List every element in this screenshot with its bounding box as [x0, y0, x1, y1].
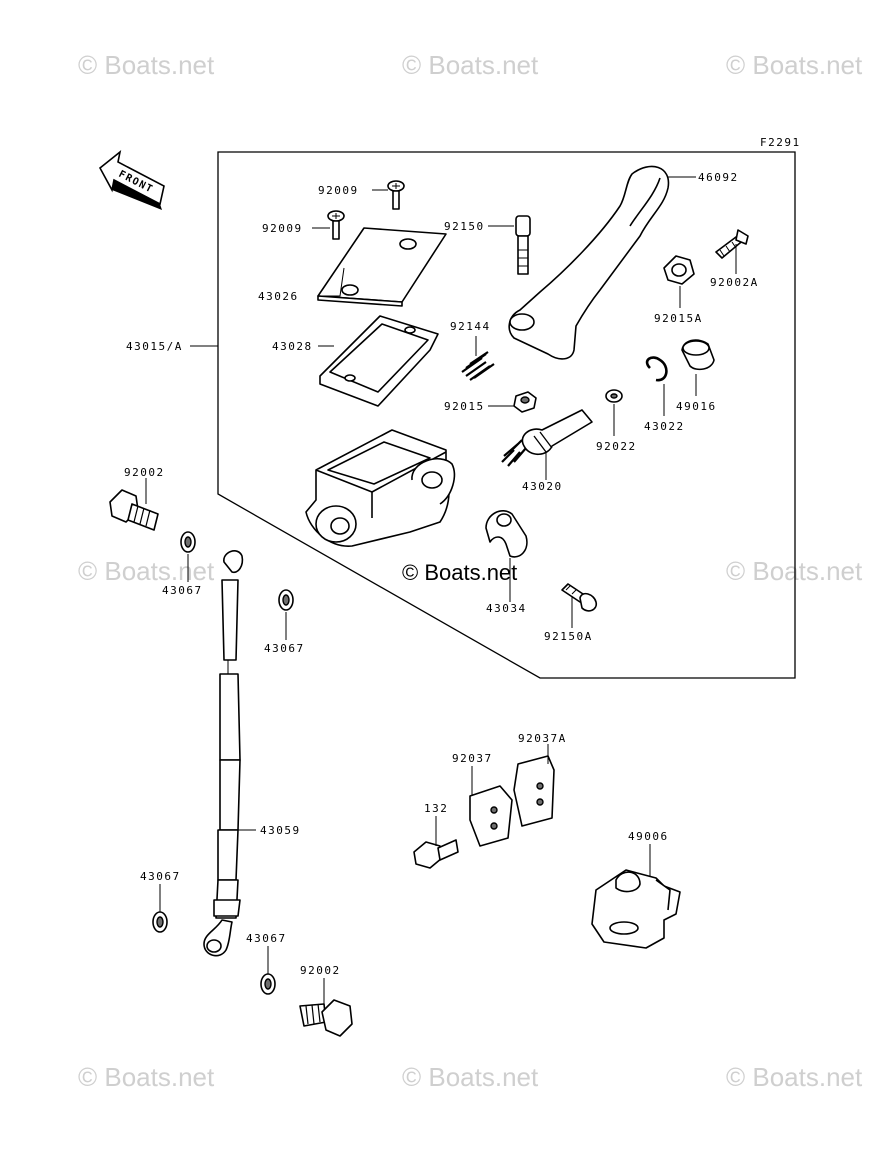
nut-92015 — [513, 391, 537, 413]
label-43028: 43028 — [272, 340, 313, 353]
watermark-top-right: © Boats.net — [726, 50, 863, 80]
label-43067-a: 43067 — [162, 584, 203, 597]
figure-code: F2291 — [760, 136, 801, 149]
label-92015: 92015 — [444, 400, 485, 413]
watermark-mid-left: © Boats.net — [78, 556, 215, 586]
label-43020: 43020 — [522, 480, 563, 493]
watermark-bottom-right: © Boats.net — [726, 1062, 863, 1092]
watermark-top-center: © Boats.net — [402, 50, 539, 80]
screw-92009-left — [327, 210, 345, 240]
circlip — [645, 356, 668, 382]
label-49016: 49016 — [676, 400, 717, 413]
label-92150A: 92150A — [544, 630, 593, 643]
label-92015A: 92015A — [654, 312, 703, 325]
reservoir-diaphragm — [319, 315, 439, 407]
label-43059: 43059 — [260, 824, 301, 837]
piston-kit — [501, 409, 593, 467]
label-92002-upper: 92002 — [124, 466, 165, 479]
label-49006: 49006 — [628, 830, 669, 843]
label-92009-lower: 92009 — [262, 222, 303, 235]
lever — [508, 165, 670, 360]
bolt-132 — [413, 839, 459, 869]
label-92144: 92144 — [450, 320, 491, 333]
watermark-top-left: © Boats.net — [78, 50, 215, 80]
nut-92015A — [663, 255, 695, 285]
washer-43067-a — [180, 531, 196, 553]
label-92150: 92150 — [444, 220, 485, 233]
label-92009-upper: 92009 — [318, 184, 359, 197]
brake-hose — [203, 550, 244, 957]
reservoir-cover — [317, 227, 447, 307]
bolt-92002A — [715, 229, 749, 259]
bracket-92037A — [513, 755, 555, 827]
watermark-bottom-left: © Boats.net — [78, 1062, 215, 1092]
part-labels: 46092 92009 92009 92150 92002A 43026 920… — [124, 171, 759, 977]
washer-92022 — [605, 389, 623, 403]
assembly-frame — [217, 151, 796, 679]
label-43067-b: 43067 — [264, 642, 305, 655]
pivot-bolt — [515, 215, 531, 275]
label-43067-d: 43067 — [246, 932, 287, 945]
washer-43067-d — [260, 973, 276, 995]
screw-92009-right — [387, 180, 405, 210]
spring-92144 — [461, 351, 495, 381]
label-92022: 92022 — [596, 440, 637, 453]
watermark-center: © Boats.net — [402, 560, 517, 585]
watermarks: © Boats.net © Boats.net © Boats.net © Bo… — [78, 50, 863, 1092]
label-43034: 43034 — [486, 602, 527, 615]
label-92037A: 92037A — [518, 732, 567, 745]
bracket-92037 — [469, 785, 513, 847]
master-cylinder-body — [305, 429, 456, 547]
label-92037: 92037 — [452, 752, 493, 765]
label-92002-lower: 92002 — [300, 964, 341, 977]
label-43015A: 43015/A — [126, 340, 183, 353]
label-43067-c: 43067 — [140, 870, 181, 883]
label-132: 132 — [424, 802, 448, 815]
front-arrow-icon: FRONT — [98, 150, 165, 210]
label-46092: 46092 — [698, 171, 739, 184]
bolt-92150A — [561, 583, 598, 612]
label-92002A: 92002A — [710, 276, 759, 289]
watermark-bottom-center: © Boats.net — [402, 1062, 539, 1092]
label-43022: 43022 — [644, 420, 685, 433]
dust-boot — [681, 339, 715, 371]
banjo-bolt-upper — [109, 489, 159, 531]
washer-43067-c — [152, 911, 168, 933]
switch-housing-49006 — [591, 869, 681, 949]
banjo-bolt-lower — [299, 999, 353, 1037]
clamp-43034 — [485, 510, 528, 558]
leader-lines — [145, 176, 737, 1004]
washer-43067-b — [278, 589, 294, 611]
label-43026: 43026 — [258, 290, 299, 303]
